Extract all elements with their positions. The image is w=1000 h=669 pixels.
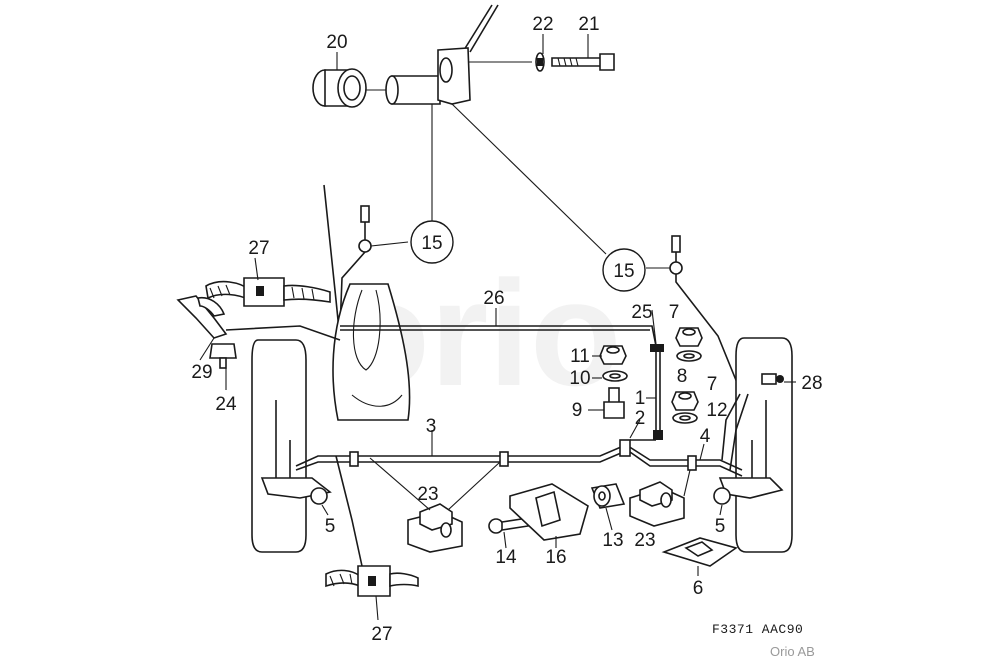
bushing-part-20: [312, 68, 367, 108]
washer-part-12: [672, 412, 698, 424]
callout-11: 11: [570, 346, 590, 367]
callout-26: 26: [483, 288, 504, 309]
callout-circle-15a: [410, 220, 454, 264]
leader-2: [629, 419, 641, 439]
leader-15b: [451, 103, 607, 255]
clip-part-28: [761, 373, 784, 385]
leader-25: [651, 309, 657, 345]
leader-15a-b: [370, 241, 409, 247]
callout-10: 10: [569, 368, 590, 389]
brake-pipe-26: [340, 325, 657, 347]
rubber-stop-5-left: [310, 487, 328, 505]
washer-part-22: [535, 52, 545, 72]
bump-stop-24: [209, 343, 237, 369]
brake-pipe-4-lower: [629, 451, 743, 477]
callout-15b: 15: [613, 261, 634, 282]
callout-4: 4: [700, 426, 711, 447]
callout-2: 2: [635, 408, 646, 429]
leader-23a-1: [369, 457, 431, 511]
callout-25: 25: [631, 302, 652, 323]
callout-29: 29: [191, 362, 212, 383]
leader-14: [503, 531, 507, 549]
leader-29: [199, 337, 215, 361]
pipe-1-fitting: [653, 430, 663, 440]
wheel-right: [735, 337, 793, 553]
hose-clamp-29: [176, 295, 341, 341]
connector-25: [650, 344, 664, 352]
callout-9: 9: [572, 400, 583, 421]
callout-14: 14: [495, 547, 517, 568]
callout-1: 1: [635, 388, 646, 409]
bolt-part-9: [603, 387, 625, 419]
leader-23b: [683, 469, 691, 497]
bleed-nipple-right: [669, 235, 683, 275]
leader-27a: [254, 257, 259, 281]
leader-5a: [321, 504, 329, 516]
bleed-nipple-left: [358, 205, 372, 253]
leader-5b: [719, 504, 723, 516]
brake-pipe-3-upper: [295, 443, 629, 467]
shield-part-6: [661, 537, 738, 567]
callout-27-lower: 27: [371, 624, 392, 645]
wheel-left: [251, 339, 307, 553]
callout-7-lower: 7: [707, 374, 718, 395]
callout-28: 28: [801, 373, 822, 394]
mount-bracket-23-right: [629, 481, 685, 527]
leader-13: [605, 507, 613, 531]
hose-bracket-27-upper: [205, 277, 331, 307]
leader-27b: [375, 595, 379, 621]
mount-bracket-23-left: [407, 503, 463, 553]
callout-3: 3: [426, 416, 437, 437]
callout-22: 22: [532, 14, 553, 35]
brand-mark: Orio AB: [770, 644, 815, 659]
washer-part-8: [676, 350, 702, 362]
callout-8: 8: [677, 366, 688, 387]
callout-13: 13: [602, 530, 623, 551]
nut-part-7-lower: [671, 391, 699, 411]
callout-16: 16: [545, 547, 566, 568]
hose-left-lower: [335, 455, 363, 567]
callout-7-upper: 7: [669, 302, 680, 323]
callout-12: 12: [706, 400, 727, 421]
callout-circle-15b: [602, 248, 646, 292]
callout-6: 6: [693, 578, 704, 599]
nut-part-7-upper: [675, 327, 703, 347]
leader-4: [699, 443, 705, 461]
axle-center-body: [332, 283, 411, 421]
callout-23-left: 23: [417, 484, 438, 505]
callout-24: 24: [215, 394, 237, 415]
pipe-clip-2: [499, 451, 509, 467]
pipe-clip-3: [687, 455, 697, 471]
hose-right-b: [729, 393, 749, 471]
pipe-clip-1: [349, 451, 359, 467]
pipe-junction: [619, 439, 631, 457]
callout-15a: 15: [421, 233, 442, 254]
leader-23a-2: [447, 461, 501, 511]
backing-plate-right: [718, 400, 784, 499]
cable-upper: [463, 4, 499, 53]
plate-part-16: [509, 483, 589, 541]
hose-right: [721, 393, 741, 461]
callout-20: 20: [326, 32, 347, 53]
bushing-part-13: [590, 483, 626, 509]
washer-part-10: [602, 370, 628, 382]
callout-5-right: 5: [715, 516, 726, 537]
callout-5-left: 5: [325, 516, 336, 537]
figure-reference-code: F3371 AAC90: [712, 622, 804, 637]
callout-23-right: 23: [634, 530, 655, 551]
nut-part-11: [599, 345, 627, 365]
callout-27-upper: 27: [248, 238, 269, 259]
hose-bracket-27-lower: [325, 565, 419, 597]
brake-pipe-3-lower: [295, 449, 629, 471]
rubber-stop-5-right: [713, 487, 731, 505]
cylinder-housing: [385, 47, 471, 105]
bolt-part-21: [551, 53, 615, 71]
callout-21: 21: [578, 14, 599, 35]
